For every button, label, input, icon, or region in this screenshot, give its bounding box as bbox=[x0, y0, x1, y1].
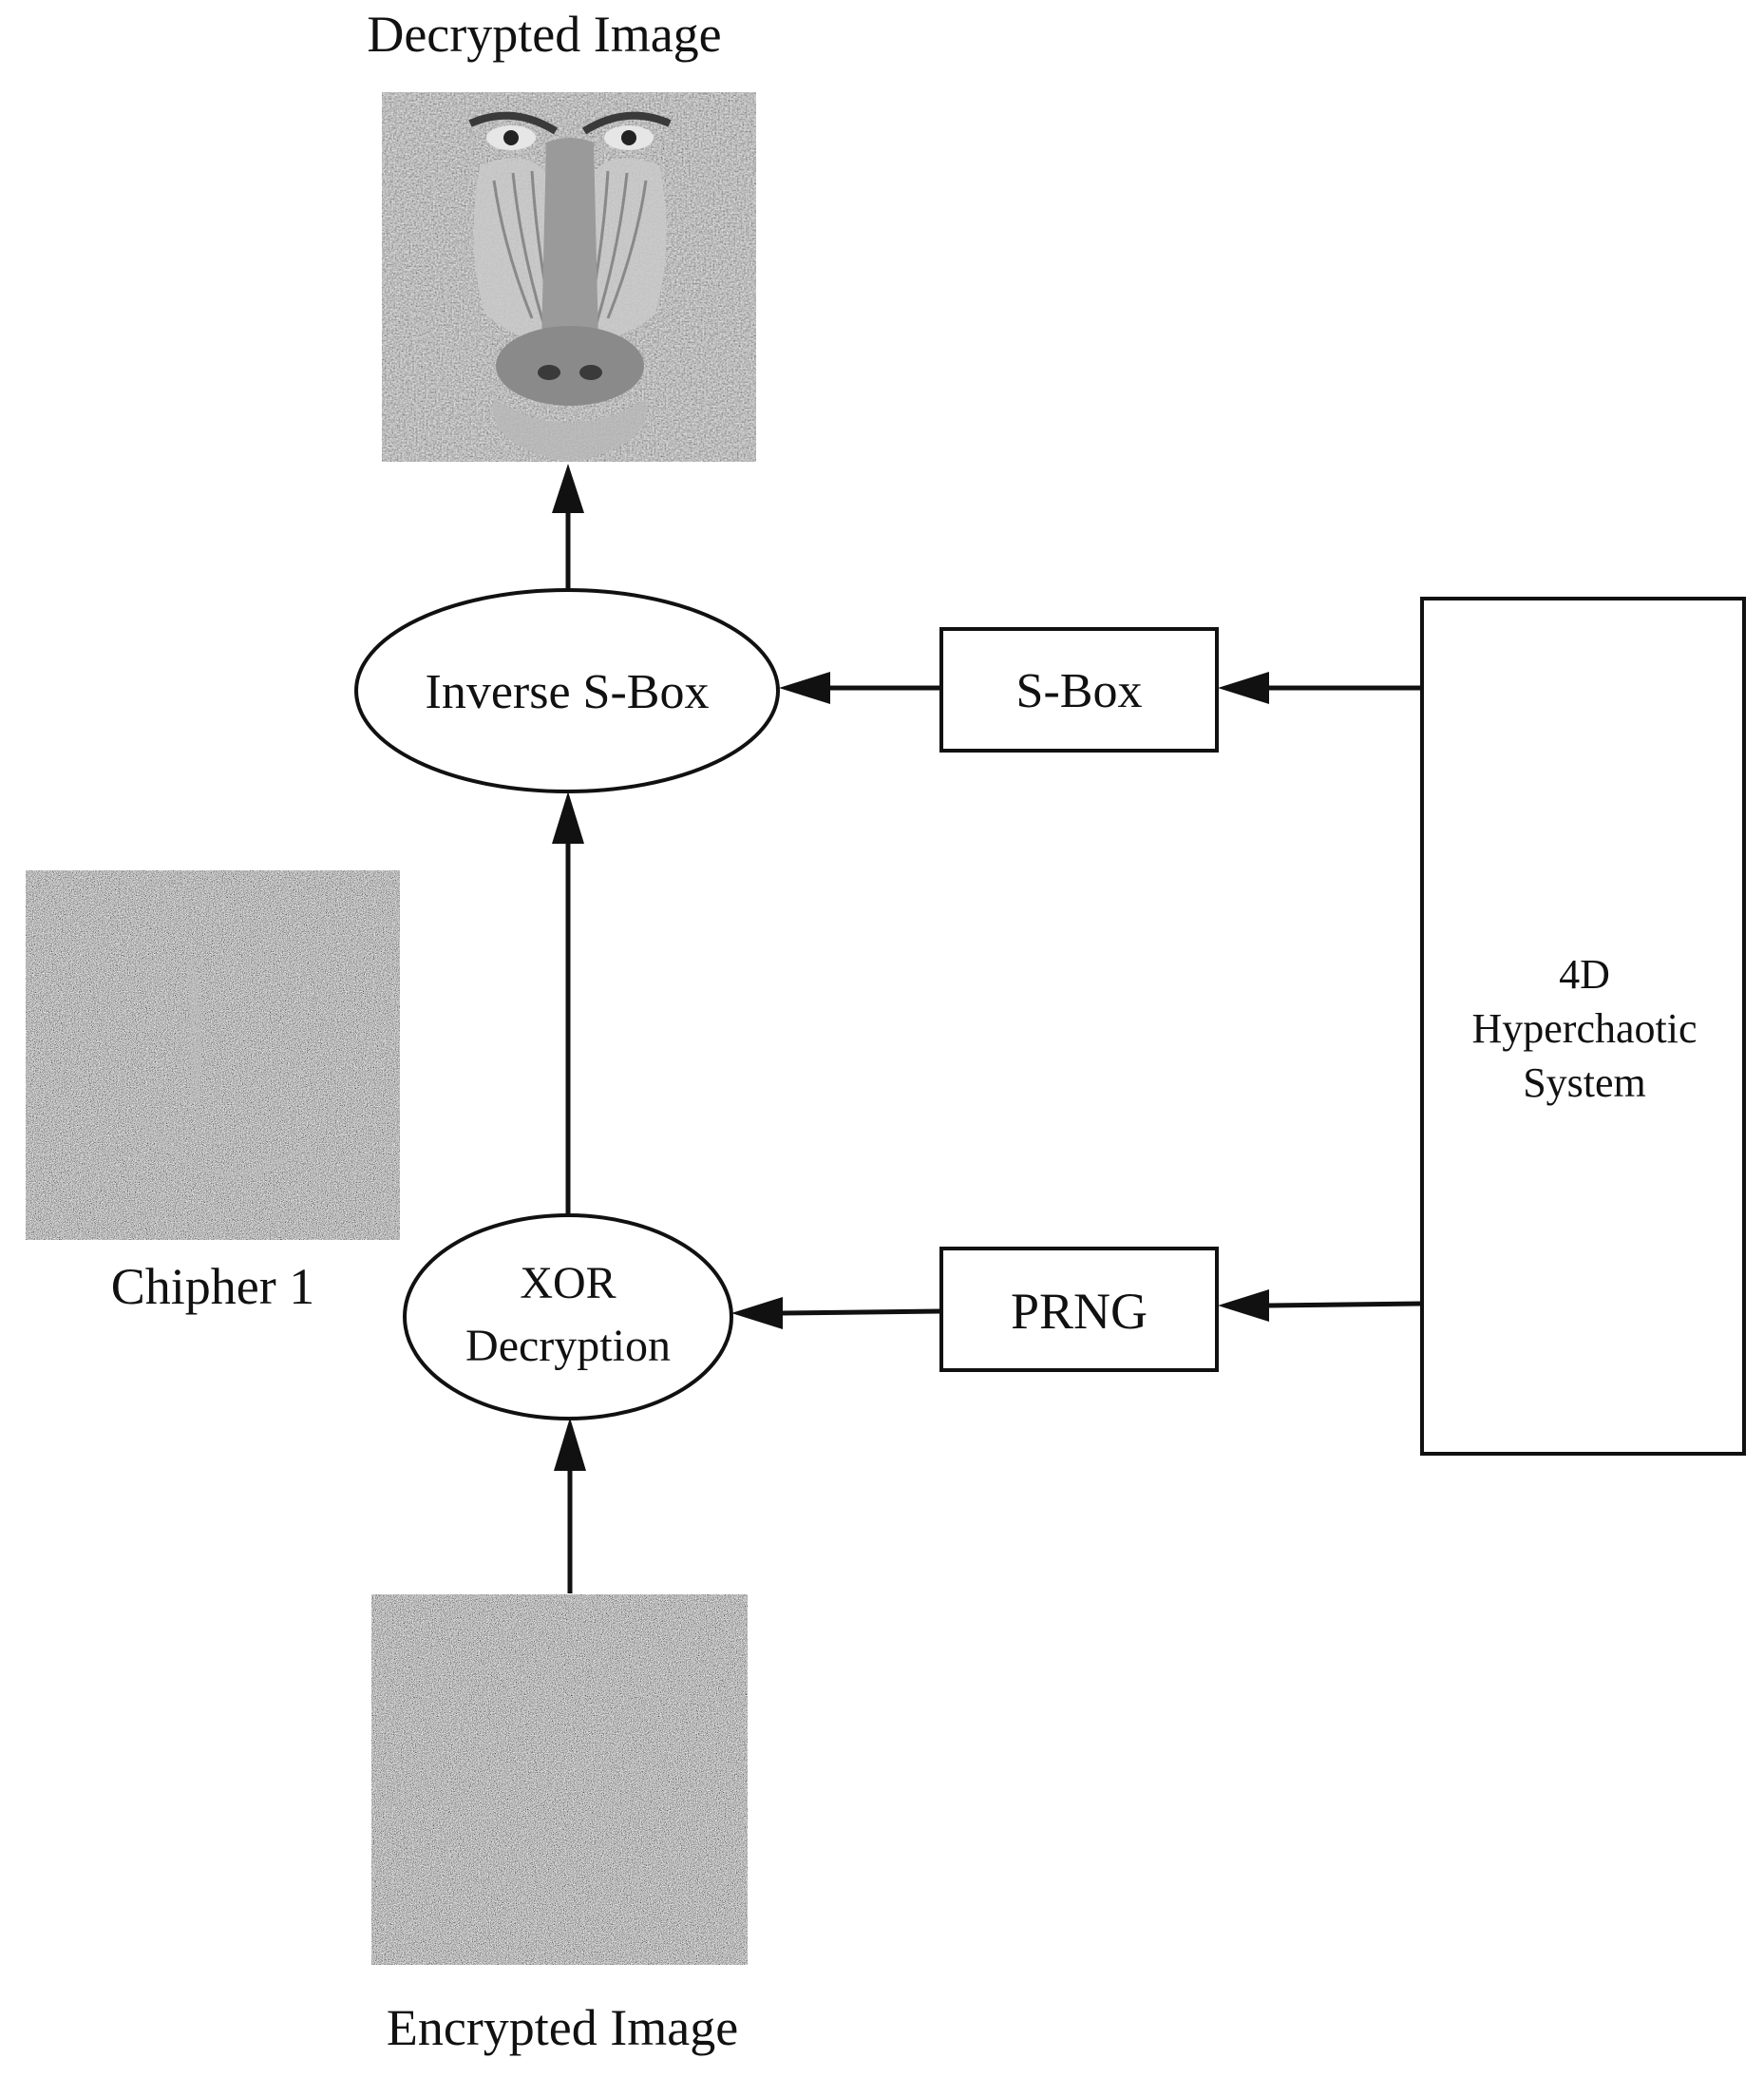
edge-hyperchaotic-to-sbox bbox=[1218, 672, 1421, 704]
edge-hyperchaotic-to-prng bbox=[1218, 1289, 1422, 1322]
inverse-sbox-label: Inverse S-Box bbox=[426, 665, 710, 719]
edge-prng-to-xor bbox=[731, 1297, 941, 1329]
decrypted-image-label: Decrypted Image bbox=[367, 6, 721, 63]
hyperchaotic-line-3: System bbox=[1523, 1059, 1646, 1106]
sbox-label: S-Box bbox=[1016, 664, 1143, 718]
edge-xor-to-inverse-sbox bbox=[552, 791, 584, 1215]
inverse-sbox-node: Inverse S-Box bbox=[354, 588, 780, 793]
hyperchaotic-line-1: 4D bbox=[1559, 951, 1610, 998]
edge-sbox-to-inverse-sbox bbox=[779, 672, 940, 704]
sbox-node: S-Box bbox=[939, 627, 1219, 753]
hyperchaotic-system-node: 4D Hyperchaotic System bbox=[1420, 597, 1746, 1456]
prng-node: PRNG bbox=[939, 1247, 1219, 1372]
edge-encrypted-to-xor bbox=[554, 1418, 586, 1593]
decryption-label: Decryption bbox=[465, 1321, 671, 1371]
encrypted-image bbox=[371, 1594, 748, 1965]
hyperchaotic-line-2: Hyperchaotic bbox=[1472, 1005, 1698, 1052]
xor-decryption-node: XOR Decryption bbox=[403, 1213, 733, 1420]
decrypted-image bbox=[382, 92, 756, 462]
encrypted-image-label: Encrypted Image bbox=[387, 1999, 738, 2056]
edge-inverse-sbox-to-decrypted bbox=[552, 464, 584, 589]
chipher-1-label: Chipher 1 bbox=[111, 1258, 314, 1315]
chipher-1-image bbox=[26, 870, 400, 1240]
xor-label: XOR bbox=[520, 1258, 616, 1308]
prng-label: PRNG bbox=[1011, 1283, 1148, 1340]
